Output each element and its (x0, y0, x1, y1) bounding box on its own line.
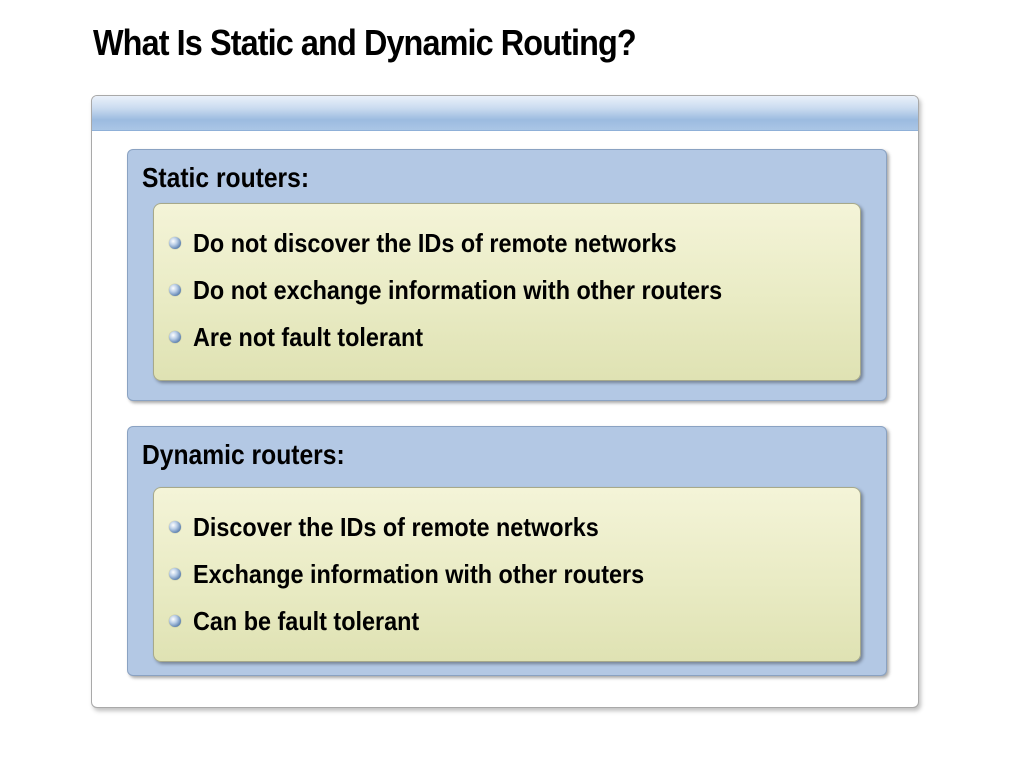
dynamic-routers-list-box: Discover the IDs of remote networks Exch… (153, 487, 861, 662)
slide-title: What Is Static and Dynamic Routing? (93, 22, 637, 63)
content-frame: Static routers: Do not discover the IDs … (91, 95, 919, 708)
frame-header-bar (92, 96, 918, 131)
static-routers-list-box: Do not discover the IDs of remote networ… (153, 203, 861, 381)
list-item-text: Do not discover the IDs of remote networ… (193, 228, 677, 258)
dynamic-routers-section: Dynamic routers: Discover the IDs of rem… (127, 426, 887, 676)
static-routers-section: Static routers: Do not discover the IDs … (127, 149, 887, 401)
list-item-text: Do not exchange information with other r… (193, 275, 723, 305)
bullet-icon (169, 521, 181, 533)
dynamic-routers-heading: Dynamic routers: (142, 439, 345, 470)
list-item-text: Are not fault tolerant (193, 322, 424, 352)
bullet-icon (169, 237, 181, 249)
bullet-icon (169, 568, 181, 580)
bullet-icon (169, 284, 181, 296)
list-item-text: Can be fault tolerant (193, 606, 420, 636)
list-item-text: Discover the IDs of remote networks (193, 512, 599, 542)
static-routers-heading: Static routers: (142, 162, 310, 193)
bullet-icon (169, 615, 181, 627)
list-item-text: Exchange information with other routers (193, 559, 645, 589)
bullet-icon (169, 331, 181, 343)
